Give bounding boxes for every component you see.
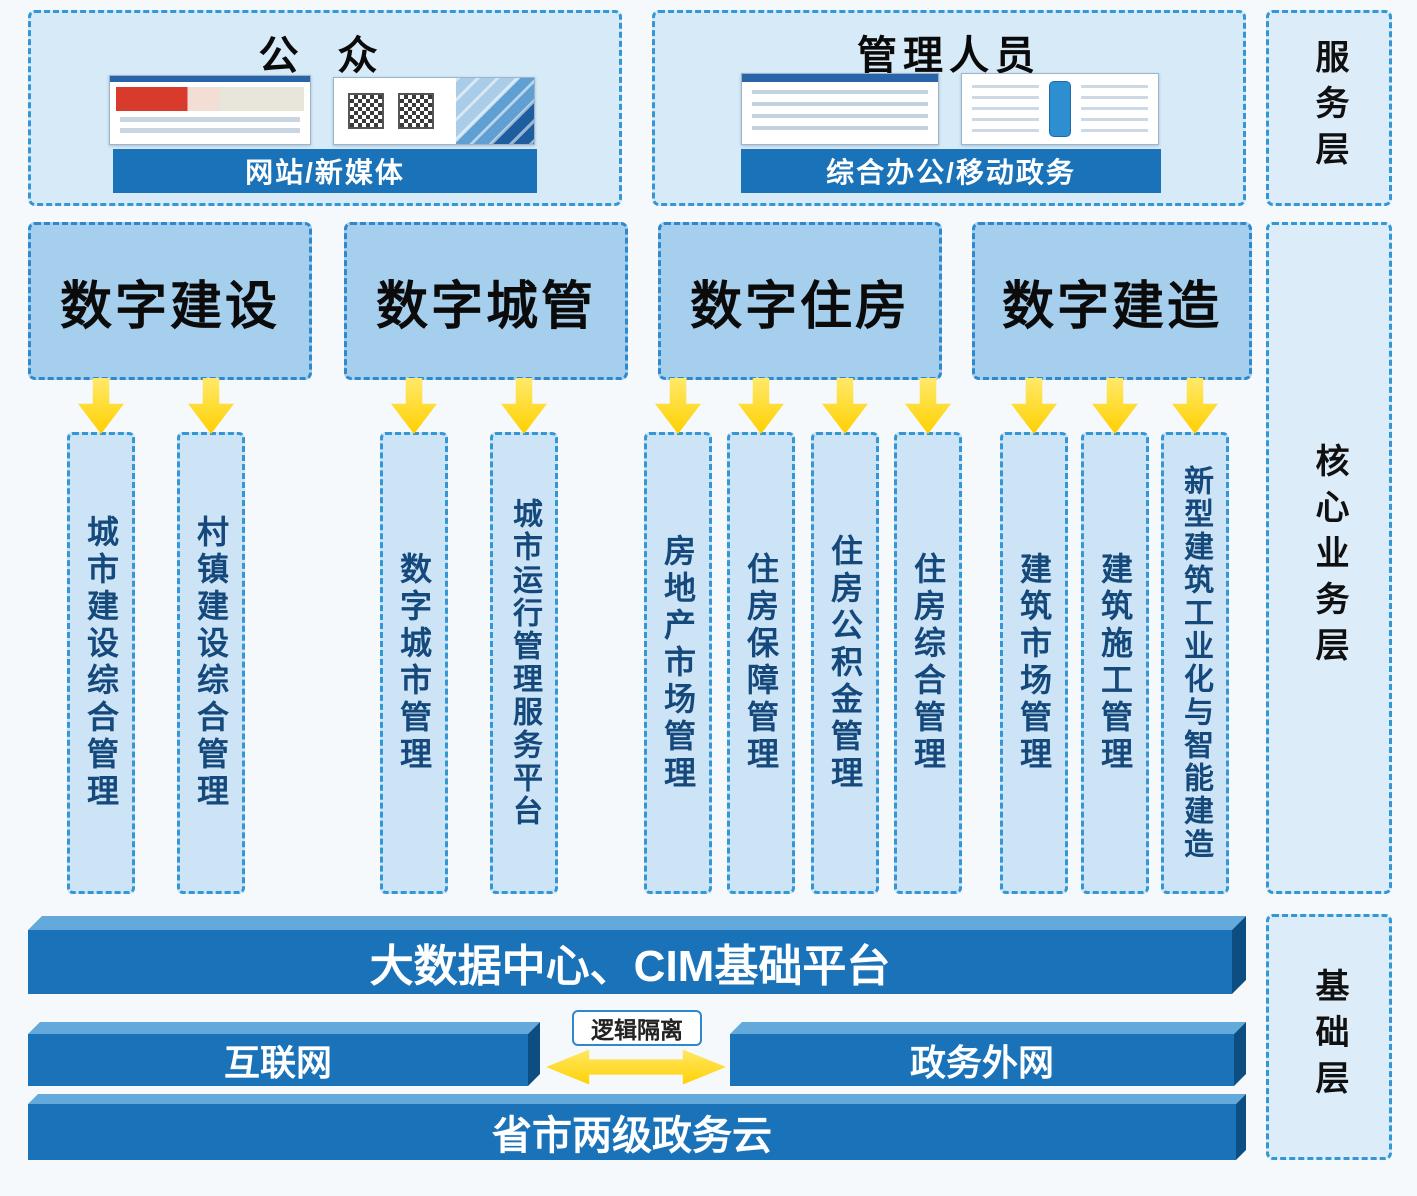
office-table-rows (752, 90, 928, 138)
business-column-label: 建筑施工管理 (1097, 552, 1133, 774)
building-photo (456, 78, 534, 144)
bigdata-cim-platform-bar: 大数据中心、CIM基础平台 (28, 930, 1232, 994)
qr-code-icon (348, 93, 384, 129)
business-column-label: 村镇建设综合管理 (193, 515, 229, 811)
business-column-label: 新型建筑工业化与智能建造 (1179, 465, 1212, 861)
public-panel-title: 公 众 (258, 34, 392, 78)
core-group-digital-urban-mgmt: 数字城管 (344, 222, 628, 380)
website-banner (116, 87, 304, 111)
down-arrow-icon (1092, 378, 1138, 434)
down-arrow-icon (501, 378, 547, 434)
core-group-digital-housing: 数字住房 (658, 222, 942, 380)
office-header-bar (742, 74, 938, 82)
mobile-gov-screenshot (961, 73, 1159, 145)
logical-isolation-label: 逻辑隔离 (591, 1017, 683, 1043)
website-text-line (120, 117, 300, 122)
internet-bar: 互联网 (28, 1034, 528, 1086)
down-arrow-icon (738, 378, 784, 434)
service-layer-legend: 服务层 (1266, 10, 1392, 206)
down-arrow-icon (655, 378, 701, 434)
business-column: 住房综合管理 (894, 432, 962, 894)
gov-extranet-bar-label: 政务外网 (909, 1042, 1054, 1083)
core-group-digital-construction: 数字建设 (28, 222, 312, 380)
new-media-qr-screenshot (333, 77, 535, 145)
business-column-label: 住房综合管理 (910, 552, 946, 774)
core-group-digital-building: 数字建造 (972, 222, 1252, 380)
business-column: 住房公积金管理 (811, 432, 879, 894)
down-arrow-icon (391, 378, 437, 434)
gov-extranet-bar: 政务外网 (730, 1034, 1234, 1086)
business-column: 建筑市场管理 (1000, 432, 1068, 894)
business-column: 数字城市管理 (380, 432, 448, 894)
internet-bar-label: 互联网 (223, 1042, 332, 1083)
down-arrow-icon (822, 378, 868, 434)
business-column-label: 房地产市场管理 (660, 533, 696, 793)
core-group-title: 数字住房 (689, 277, 910, 336)
business-column-label: 城市建设综合管理 (83, 515, 119, 811)
office-system-screenshot (741, 73, 939, 145)
admin-panel-title: 管理人员 (857, 34, 1041, 78)
business-column: 住房保障管理 (727, 432, 795, 894)
down-arrow-icon (905, 378, 951, 434)
down-arrow-icon (78, 378, 124, 434)
core-group-title: 数字建设 (59, 277, 280, 336)
gov-cloud-bar-label: 省市两级政务云 (492, 1114, 772, 1158)
double-arrow-icon (546, 1049, 726, 1085)
public-panel: 公 众 网站/新媒体 (28, 10, 622, 206)
foundation-layer-label: 基础层 (1310, 968, 1348, 1106)
website-header-bar (110, 76, 310, 82)
document-lines (1081, 85, 1148, 133)
business-column-label: 住房公积金管理 (827, 533, 863, 793)
public-channel-label: 网站/新媒体 (245, 157, 405, 188)
service-layer-label: 服务层 (1310, 39, 1348, 177)
gov-cloud-bar: 省市两级政务云 (28, 1104, 1236, 1160)
foundation-layer-legend: 基础层 (1266, 914, 1392, 1160)
core-group-title: 数字城管 (375, 277, 596, 336)
qr-code-icon (398, 93, 434, 129)
down-arrow-icon (1172, 378, 1218, 434)
core-layer-legend: 核心业务层 (1266, 222, 1392, 894)
public-channel-bar: 网站/新媒体 (113, 149, 537, 193)
mobile-phone-icon (1049, 81, 1071, 137)
core-layer-label: 核心业务层 (1310, 443, 1348, 673)
business-column-label: 建筑市场管理 (1016, 552, 1052, 774)
business-column-label: 数字城市管理 (396, 552, 432, 774)
business-column: 建筑施工管理 (1081, 432, 1149, 894)
core-group-title: 数字建造 (1001, 277, 1222, 336)
down-arrow-icon (188, 378, 234, 434)
business-column: 房地产市场管理 (644, 432, 712, 894)
business-column: 城市建设综合管理 (67, 432, 135, 894)
business-column: 新型建筑工业化与智能建造 (1161, 432, 1229, 894)
public-website-screenshot (109, 75, 311, 145)
business-column: 城市运行管理服务平台 (490, 432, 558, 894)
business-column: 村镇建设综合管理 (177, 432, 245, 894)
business-column-label: 住房保障管理 (743, 552, 779, 774)
website-text-line (120, 128, 300, 133)
admin-channel-bar: 综合办公/移动政务 (741, 149, 1161, 193)
logical-isolation-badge: 逻辑隔离 (572, 1010, 702, 1046)
admin-channel-label: 综合办公/移动政务 (826, 157, 1076, 188)
down-arrow-icon (1011, 378, 1057, 434)
business-column-label: 城市运行管理服务平台 (508, 498, 541, 828)
platform-bar-label: 大数据中心、CIM基础平台 (369, 942, 891, 991)
document-lines (972, 85, 1039, 133)
admin-panel: 管理人员 综合办公/移动政务 (652, 10, 1246, 206)
